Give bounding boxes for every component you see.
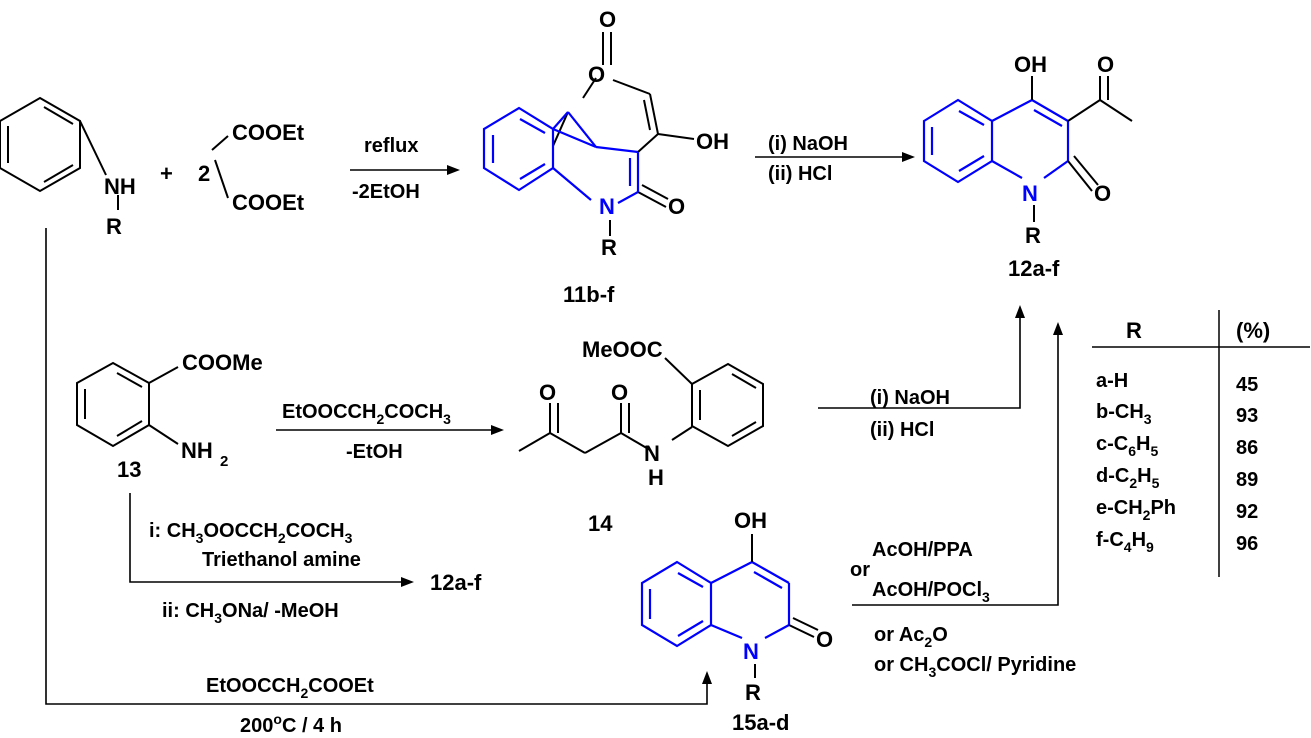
yield-table-header-yield: (%): [1236, 318, 1270, 343]
reaction4-arrow: [818, 318, 1021, 409]
malonate-coefficient: 2: [198, 161, 210, 186]
reaction2-step2: (ii) HCl: [768, 163, 832, 185]
yield-table-row-yield: 89: [1236, 469, 1258, 491]
reaction1-condition-top: reflux: [364, 135, 418, 157]
yield-table-row-r: a-H: [1096, 370, 1128, 392]
compound11-structure: O O OH N O R: [482, 7, 729, 260]
compound13-ester: COOMe: [182, 350, 263, 375]
yield-table-row-yield: 93: [1236, 405, 1258, 427]
compound14-h: H: [648, 465, 664, 490]
yield-table-row-yield: 45: [1236, 374, 1258, 396]
reaction5-step2: ii: CH3ONa/ -MeOH: [162, 600, 339, 626]
compound12-oh: OH: [1014, 52, 1047, 77]
compound12-structure: OH O N O R: [922, 52, 1133, 248]
reaction7-option4: or CH3COCl/ Pyridine: [874, 654, 1076, 680]
yield-table: R (%) a-H 45 b-CH3 93 c-C6H5 86 d-C2H5 8…: [1092, 310, 1310, 577]
reaction4-step2: (ii) HCl: [870, 419, 934, 441]
reaction7-option2: AcOH/POCl3: [872, 579, 990, 605]
compound11-o-ring: O: [588, 62, 605, 87]
amine-nh-label: NH: [104, 174, 136, 199]
compound14-o2: O: [611, 380, 628, 405]
reaction2-step1: (i) NaOH: [768, 133, 848, 155]
compound14-label: 14: [588, 511, 613, 536]
reaction3-byproduct: -EtOH: [346, 441, 403, 463]
compound13-structure: COOMe NH 2: [76, 350, 263, 470]
compound13-nh-sub: 2: [220, 453, 228, 470]
reaction5-product: 12a-f: [430, 570, 482, 595]
compound12-label: 12a-f: [1008, 256, 1060, 281]
compound13-label: 13: [117, 457, 141, 482]
reaction6-reagent: EtOOCCH2COOEt: [206, 675, 374, 701]
compound12-r: R: [1025, 223, 1041, 248]
reaction7-option3: or Ac2O: [874, 624, 948, 650]
aniline-structure: NH R: [0, 96, 136, 239]
reaction6-arrow: [45, 228, 708, 705]
yield-table-row-yield: 86: [1236, 437, 1258, 459]
plus-sign: +: [160, 161, 173, 186]
compound15-o: O: [816, 627, 833, 652]
compound14-structure: MeOOC O O N H: [518, 337, 764, 490]
yield-table-header-r: R: [1126, 318, 1142, 343]
compound12-n: N: [1022, 181, 1038, 206]
reaction5-step1: i: CH3OOCCH2COCH3: [149, 520, 353, 546]
compound14-o1: O: [539, 380, 556, 405]
compound11-n: N: [599, 194, 615, 219]
reaction3-reagent: EtOOCCH2COCH3: [282, 401, 451, 427]
compound15-label: 15a-d: [732, 710, 789, 735]
compound12-o-acetyl: O: [1097, 52, 1114, 77]
compound15-r: R: [745, 680, 761, 705]
compound15-oh: OH: [734, 508, 767, 533]
compound11-o-carbonyl: O: [668, 194, 685, 219]
compound11-r: R: [601, 235, 617, 260]
reaction7-arrow: [852, 335, 1059, 606]
yield-table-row-r: d-C2H5: [1096, 465, 1160, 491]
compound11-o-top: O: [599, 7, 616, 32]
yield-table-row-r: e-CH2Ph: [1096, 497, 1176, 523]
compound11-oh: OH: [696, 129, 729, 154]
yield-table-row-r: c-C6H5: [1096, 433, 1158, 459]
reaction1-condition-bottom: -2EtOH: [352, 181, 420, 203]
compound15-structure: OH N O R: [640, 508, 833, 705]
yield-table-row-r: f-C4H9: [1096, 529, 1154, 555]
compound12-o-carbonyl: O: [1094, 181, 1111, 206]
yield-table-row-yield: 92: [1236, 501, 1258, 523]
reaction7-or1: or: [850, 559, 870, 581]
compound15-n: N: [743, 639, 759, 664]
compound14-n: N: [644, 441, 660, 466]
reaction5-step1-extra: Triethanol amine: [202, 549, 361, 571]
malonate-structure: COOEt COOEt: [211, 120, 305, 215]
amine-r-label: R: [106, 214, 122, 239]
compound14-ester: MeOOC: [582, 337, 663, 362]
reaction6-condition: 200oC / 4 h: [240, 711, 342, 737]
reaction7-option1: AcOH/PPA: [872, 539, 973, 561]
yield-table-row-r: b-CH3: [1096, 401, 1152, 427]
reaction4-step1: (i) NaOH: [870, 387, 950, 409]
malonate-top-label: COOEt: [232, 120, 305, 145]
yield-table-row-yield: 96: [1236, 533, 1258, 555]
reaction5-arrow: [129, 493, 402, 583]
compound11-label: 11b-f: [563, 282, 615, 307]
compound13-nh: NH: [181, 438, 213, 463]
malonate-bottom-label: COOEt: [232, 190, 305, 215]
